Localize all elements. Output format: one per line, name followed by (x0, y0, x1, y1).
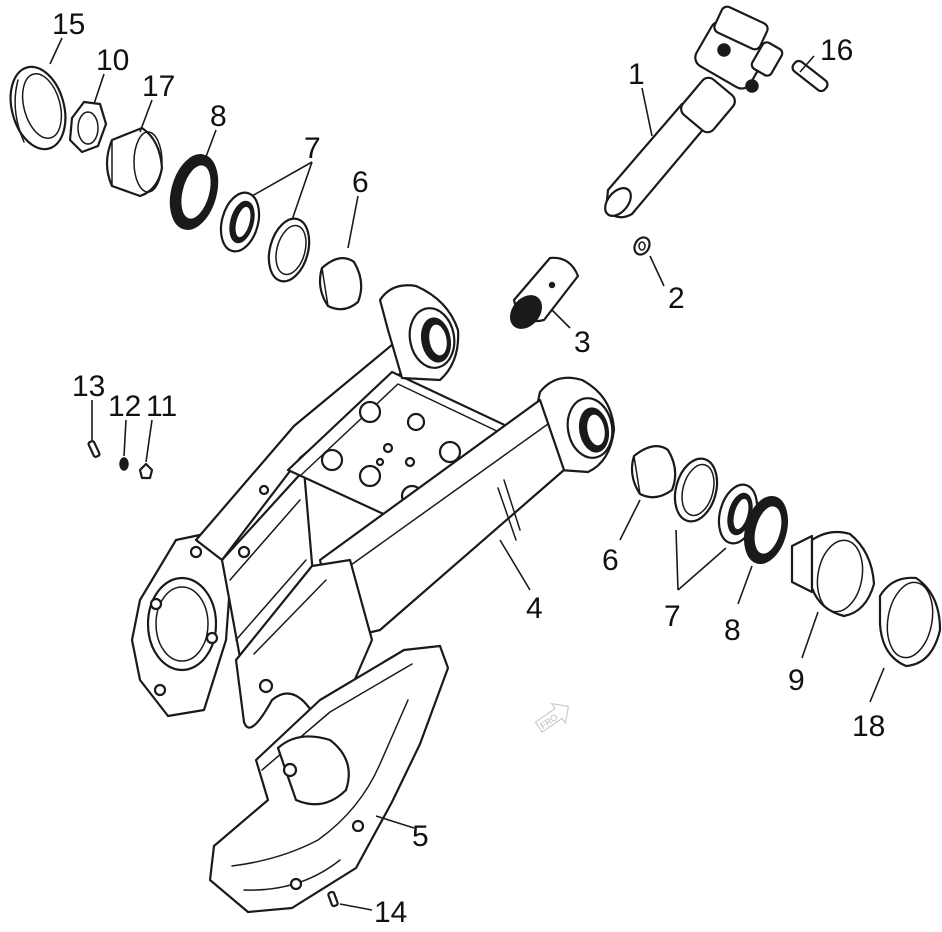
callout-6-upper: 6 (352, 166, 369, 199)
callout-1: 1 (628, 58, 645, 91)
part-9-collar (790, 530, 876, 618)
part-5-lower-bracket (208, 644, 450, 914)
callout-15: 15 (52, 8, 85, 41)
callout-11: 11 (146, 390, 177, 423)
part-17-sleeve (105, 126, 164, 198)
callout-16: 16 (820, 34, 853, 67)
callout-13: 13 (72, 370, 105, 403)
callout-2: 2 (668, 282, 685, 315)
part-3-pivot-tube (509, 256, 580, 329)
part-16-pin (791, 59, 829, 93)
part-6-bushing-lower (630, 445, 677, 499)
callout-5: 5 (412, 820, 429, 853)
callout-14: 14 (374, 896, 407, 929)
part-7-bearing-upper-b (267, 217, 311, 283)
callout-4: 4 (526, 592, 543, 625)
direction-arrow-icon: FRO (534, 702, 570, 733)
callout-18: 18 (852, 710, 885, 743)
leader-lines (49, 37, 885, 911)
part-10-nut (68, 100, 108, 154)
part-11-nut (138, 462, 154, 480)
callout-8-upper: 8 (210, 100, 227, 133)
callout-6-lower: 6 (602, 544, 619, 577)
callout-7-lower: 7 (664, 600, 681, 633)
part-7-bearing-lower-a (673, 457, 719, 523)
part-6-bushing-upper (318, 257, 363, 311)
callout-labels: 15 10 17 8 7 6 1 16 2 3 13 12 11 4 6 7 8… (52, 8, 885, 929)
part-12-washer (119, 457, 129, 471)
callout-10: 10 (96, 44, 129, 77)
part-14-bolt (327, 890, 339, 908)
part-8-oil-seal-lower (744, 496, 788, 564)
part-15-dust-cap (9, 65, 67, 151)
callout-3: 3 (574, 326, 591, 359)
callout-12: 12 (108, 390, 141, 423)
callout-8-lower: 8 (724, 614, 741, 647)
part-13-bolt (87, 440, 101, 458)
part-2-washer (633, 236, 651, 256)
callout-17: 17 (142, 70, 175, 103)
part-4-swing-arm (130, 284, 616, 729)
part-1-drive-shaft (604, 5, 784, 219)
part-18-dust-cap (878, 576, 942, 668)
part-7-bearing-upper-a (219, 191, 261, 253)
part-8-oil-seal-upper (169, 154, 219, 230)
callout-7-upper: 7 (304, 132, 321, 165)
callout-9: 9 (788, 664, 805, 697)
